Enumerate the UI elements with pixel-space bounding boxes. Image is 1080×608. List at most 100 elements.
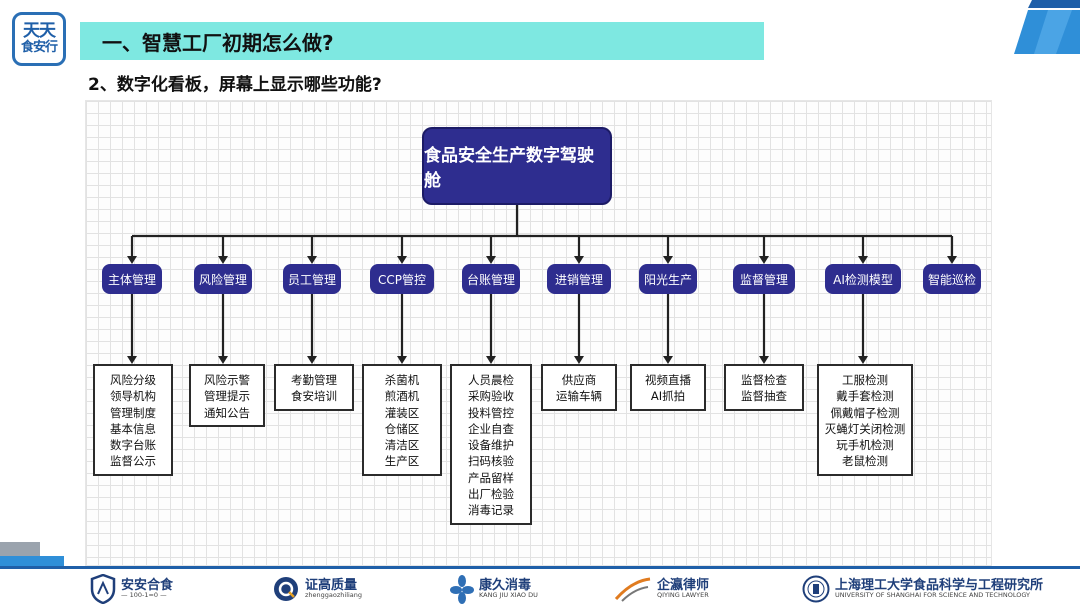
detail-item: 生产区	[384, 454, 420, 469]
detail-item: 杀菌机	[384, 373, 420, 387]
detail-item: 灌装区	[384, 405, 420, 420]
corner-decoration	[1014, 0, 1080, 54]
footer-logo-name: 上海理工大学食品科学与工程研究所	[835, 577, 1044, 593]
branch-arrow	[759, 256, 769, 264]
tiantian-logo: 天天 食安行	[12, 12, 66, 66]
detail-item: 投料管控	[468, 405, 514, 420]
detail-box: 杀菌机煎酒机灌装区仓储区清洁区生产区	[362, 364, 442, 476]
logo-line2: 食安行	[20, 40, 58, 56]
category-node: 阳光生产	[639, 264, 697, 294]
leaf-arrow	[759, 356, 769, 364]
branch-arrow	[397, 256, 407, 264]
detail-item: 扫码核验	[468, 454, 514, 469]
detail-item: 供应商	[561, 373, 597, 387]
detail-item: 玩手机检测	[836, 438, 894, 453]
swoosh-icon	[614, 577, 651, 602]
category-node: AI检测模型	[825, 264, 901, 294]
footer-logo-sub: — 100-1=0 —	[121, 591, 167, 600]
category-node: 进销管理	[547, 264, 611, 294]
detail-item: 数字台账	[110, 438, 156, 453]
detail-item: 监督抽查	[741, 389, 787, 404]
leaf-arrow	[858, 356, 868, 364]
detail-item: 管理提示	[204, 389, 250, 404]
leaf-arrow	[574, 356, 584, 364]
footer-logo-qiying: 企瀛律师 QIYING LAWYER	[614, 573, 709, 605]
category-node: 智能巡检	[923, 264, 981, 294]
detail-item: 产品留样	[468, 470, 514, 485]
category-node: 主体管理	[102, 264, 162, 294]
footer-logo-sub: zhenggaozhiliang	[305, 591, 363, 600]
detail-item: 视频直播	[645, 373, 691, 387]
detail-item: AI抓拍	[650, 389, 686, 404]
leaf-arrow	[397, 356, 407, 364]
detail-item: 佩戴帽子检测	[830, 405, 900, 420]
branch-arrow	[947, 256, 957, 264]
detail-item: 戴手套检测	[836, 389, 894, 404]
detail-box: 视频直播 AI抓拍	[630, 364, 706, 411]
footer-logo-sub: QIYING LAWYER	[657, 591, 709, 600]
leaf-arrow	[486, 356, 496, 364]
detail-item: 人员晨检	[468, 373, 514, 387]
footer-logo-name: 安安合食	[121, 577, 174, 593]
category-node: 台账管理	[462, 264, 520, 294]
detail-box: 监督检查监督抽查	[724, 364, 804, 411]
category-node: 风险管理	[194, 264, 252, 294]
footer-logo-name: 康久消毒	[479, 577, 532, 593]
detail-item: 风险分级	[110, 373, 156, 387]
footer-logo-zhenggao: 证高质量 zhenggaozhiliang	[272, 573, 362, 605]
leaf-arrow	[663, 356, 673, 364]
detail-box: 风险分级领导机构管理制度基本信息数字台账监督公示	[93, 364, 173, 476]
leaf-arrow	[127, 356, 137, 364]
detail-item: 出厂检验	[468, 487, 514, 502]
detail-item: 清洁区	[384, 438, 420, 453]
footer-logo-sub: UNIVERSITY OF SHANGHAI FOR SCIENCE AND T…	[835, 591, 1031, 600]
branch-arrow	[218, 256, 228, 264]
footer-logo-kangjiu: 康久消毒 KANG JIU XIAO DU	[450, 573, 538, 605]
detail-item: 设备维护	[468, 438, 514, 453]
detail-item: 老鼠检测	[842, 454, 888, 469]
footer-logo-sub: KANG JIU XIAO DU	[479, 591, 538, 600]
leaf-arrow	[307, 356, 317, 364]
detail-item: 企业自查	[468, 421, 514, 436]
footer-bar: 安安合食 — 100-1=0 — 证高质量 zhenggaozhiliang 康…	[0, 569, 1080, 608]
detail-box: 考勤管理食安培训	[274, 364, 354, 411]
detail-item: 风险示警	[204, 373, 250, 387]
org-diagram: 食品安全生产数字驾驶舱 主体管理风险分级领导机构管理制度基本信息数字台账监督公示…	[85, 100, 992, 566]
detail-item: 采购验收	[468, 389, 514, 404]
detail-item: 煎酒机	[384, 389, 420, 404]
branch-arrow	[127, 256, 137, 264]
detail-item: 仓储区	[384, 421, 420, 436]
detail-item: 考勤管理	[291, 373, 337, 387]
branch-arrow	[486, 256, 496, 264]
q-circle-icon	[274, 577, 298, 601]
flower-icon	[450, 575, 474, 604]
detail-box: 人员晨检采购验收投料管控企业自查设备维护扫码核验产品留样出厂检验消毒记录	[450, 364, 532, 525]
page-title: 一、智慧工厂初期怎么做?	[80, 22, 764, 60]
root-node: 食品安全生产数字驾驶舱	[422, 127, 612, 205]
footer-rule	[0, 566, 1080, 569]
category-node: 员工管理	[283, 264, 341, 294]
detail-item: 领导机构	[110, 389, 156, 404]
detail-box: 供应商运输车辆	[541, 364, 617, 411]
detail-item: 消毒记录	[468, 503, 514, 518]
branch-arrow	[663, 256, 673, 264]
detail-item: 管理制度	[110, 405, 156, 420]
detail-item: 监督检查	[741, 373, 787, 387]
logo-line1: 天天	[23, 21, 56, 42]
detail-item: 灭蝇灯关闭检测	[824, 421, 906, 436]
category-node: 监督管理	[733, 264, 795, 294]
footer-logo-name: 企瀛律师	[657, 577, 710, 593]
detail-item: 工服检测	[842, 373, 888, 387]
detail-box: 工服检测戴手套检测佩戴帽子检测灭蝇灯关闭检测玩手机检测老鼠检测	[817, 364, 913, 476]
leaf-arrow	[218, 356, 228, 364]
footer-logo-anan: 安安合食 — 100-1=0 —	[90, 573, 173, 605]
detail-item: 监督公示	[110, 454, 156, 469]
branch-arrow	[307, 256, 317, 264]
detail-item: 食安培训	[291, 389, 337, 404]
branch-arrow	[574, 256, 584, 264]
category-node: CCP管控	[370, 264, 434, 294]
footer-logo-name: 证高质量	[305, 577, 358, 593]
detail-item: 运输车辆	[556, 389, 602, 404]
branch-arrow	[858, 256, 868, 264]
detail-item: 基本信息	[110, 421, 156, 436]
